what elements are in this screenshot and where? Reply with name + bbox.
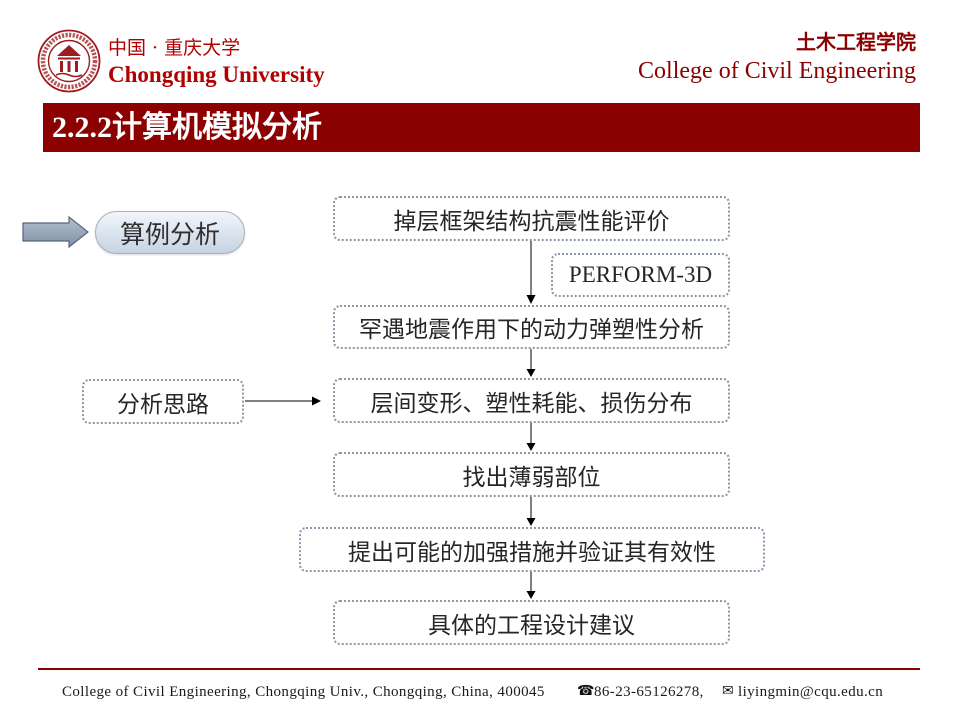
flow-step-deformation-damage: 层间变形、塑性耗能、损伤分布: [333, 378, 730, 423]
footer-email: liyingmin@cqu.edu.cn: [738, 684, 884, 700]
footer-divider: [38, 668, 920, 670]
arrow-approach-to-step3: [245, 396, 321, 406]
flow-step-weak-parts: 找出薄弱部位: [333, 452, 730, 497]
college-block: 土木工程学院 College of Civil Engineering: [638, 30, 916, 85]
flow-tool-label: PERFORM-3D: [551, 253, 730, 297]
university-seal-icon: [37, 29, 101, 93]
arrow-step2-to-step3: [526, 349, 536, 377]
block-arrow-right-icon: [22, 216, 89, 248]
flow-step-strengthening: 提出可能的加强措施并验证其有效性: [299, 527, 765, 572]
section-label-pill: 算例分析: [95, 211, 245, 254]
flow-step-dynamic-analysis: 罕遇地震作用下的动力弹塑性分析: [333, 305, 730, 349]
flow-step-evaluation: 掉层框架结构抗震性能评价: [333, 196, 730, 241]
slide-title: 2.2.2计算机模拟分析: [52, 111, 322, 144]
arrow-step4-to-step5: [526, 497, 536, 526]
arrow-step1-to-step2: [526, 241, 536, 304]
college-name-en: College of Civil Engineering: [638, 58, 916, 84]
seal-graphic: [37, 29, 101, 93]
footer-phone: 86-23-65126278,: [594, 684, 704, 700]
telephone-icon: [577, 682, 594, 700]
envelope-icon: [722, 682, 734, 700]
university-name-en: Chongqing University: [108, 62, 325, 87]
arrow-step3-to-step4: [526, 423, 536, 451]
footer-address: College of Civil Engineering, Chongqing …: [62, 684, 545, 700]
approach-label-box: 分析思路: [82, 379, 244, 424]
flow-step-design-advice: 具体的工程设计建议: [333, 600, 730, 645]
arrow-step5-to-step6: [526, 572, 536, 599]
college-name-cn: 土木工程学院: [796, 30, 916, 54]
title-bar: 2.2.2计算机模拟分析: [43, 103, 920, 152]
university-name-cn: 中国 · 重庆大学: [108, 37, 241, 59]
